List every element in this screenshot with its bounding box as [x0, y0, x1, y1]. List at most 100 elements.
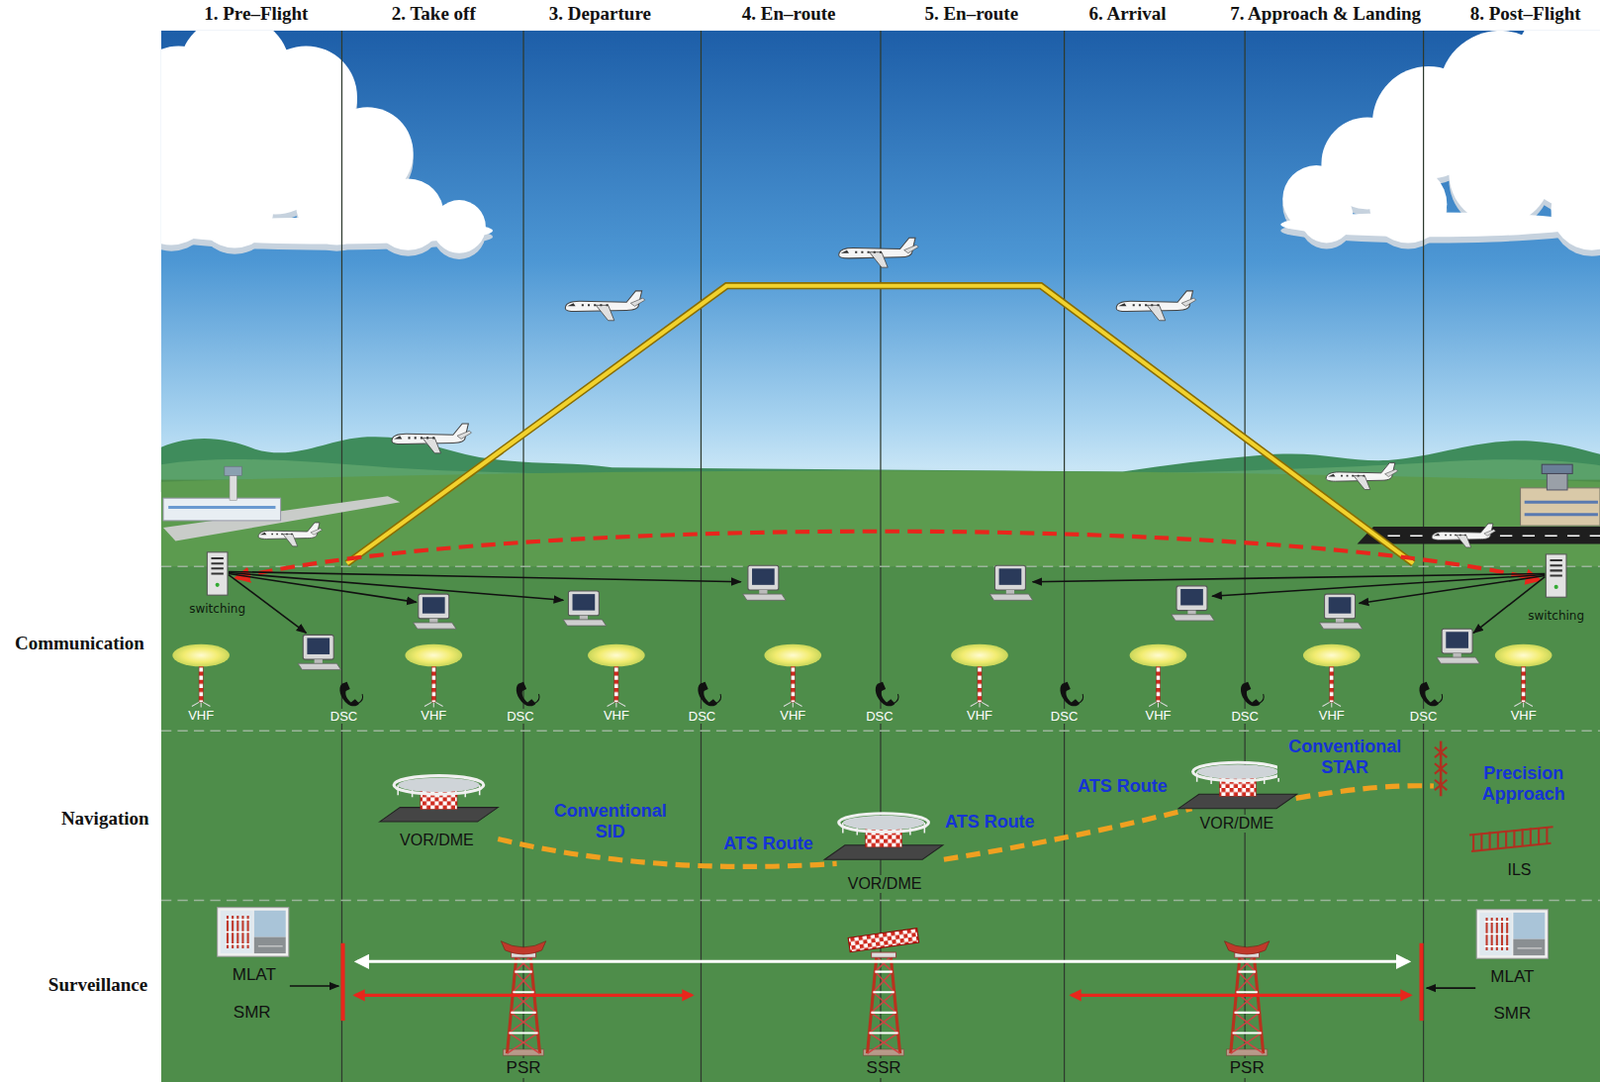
procedure-label: ATS Route	[1074, 775, 1171, 797]
communication-network	[1436, 628, 1480, 663]
communication-network	[1171, 585, 1215, 621]
surveillance	[289, 984, 340, 987]
navigation-aids	[379, 775, 499, 822]
communication-network	[1495, 644, 1553, 708]
communication-network	[172, 644, 230, 708]
sensor-label: SMR	[1491, 1003, 1533, 1024]
sensor-label: MLAT	[230, 964, 279, 985]
equipment-label: DSC	[863, 708, 895, 724]
phase-header: 7. Approach & Landing	[1229, 2, 1421, 25]
aircraft	[839, 237, 919, 268]
airport	[1541, 464, 1573, 473]
node-label: switching	[187, 601, 248, 616]
communication-network	[587, 644, 646, 708]
surveillance	[355, 993, 692, 997]
communication-network	[875, 681, 899, 707]
surveillance	[217, 907, 289, 956]
procedure-label: Conventional STAR	[1277, 736, 1412, 778]
surveillance	[847, 928, 919, 1056]
communication-network	[950, 644, 1009, 708]
sensor-label: MLAT	[1488, 966, 1536, 987]
cloud	[1448, 122, 1551, 225]
communication-network	[228, 572, 417, 602]
column-lines	[1063, 30, 1065, 1082]
column-lines	[341, 30, 1423, 1082]
navigation-aids	[824, 813, 943, 859]
airport	[1520, 487, 1600, 526]
procedure-label: Conventional SID	[543, 800, 678, 843]
layer-label: Communication	[14, 632, 145, 655]
communication-network	[989, 564, 1033, 600]
flight-path	[347, 285, 1414, 564]
surveillance	[1476, 909, 1548, 958]
procedure-label: ATS Route	[941, 811, 1038, 833]
cloud	[161, 217, 493, 245]
communication-network	[1129, 644, 1188, 708]
communication-network	[1303, 644, 1361, 708]
communication-network	[413, 593, 457, 629]
flight-path	[347, 285, 1414, 564]
aircraft	[258, 237, 1496, 548]
cloud	[1280, 211, 1587, 237]
phase-header: 5. En–route	[924, 2, 1019, 25]
navigation-aids	[1434, 741, 1447, 797]
equipment-label: DSC	[1048, 708, 1080, 724]
surveillance	[340, 942, 345, 1021]
sensor-label: PSR	[1227, 1057, 1267, 1078]
airport	[1524, 501, 1599, 514]
equipment-label: VHF	[777, 707, 808, 723]
node-label: switching	[1525, 608, 1587, 623]
flight-arc	[236, 531, 1539, 580]
surveillance	[1224, 941, 1270, 1055]
surveillance	[357, 959, 1409, 963]
equipment-label: VHF	[186, 707, 216, 723]
communication-network	[1418, 681, 1442, 707]
communication-network	[1318, 593, 1362, 629]
column-lines	[700, 30, 702, 1082]
column-lines	[1244, 30, 1246, 1082]
sensor-label: PSR	[504, 1057, 544, 1078]
aircraft	[258, 522, 322, 547]
phase-header: 6. Arrival	[1088, 2, 1166, 25]
procedure-label: ATS Route	[720, 833, 817, 854]
equipment-label: VOR/DME	[846, 874, 925, 893]
communication-network	[1545, 554, 1567, 597]
equipment-label: DSC	[1228, 708, 1260, 724]
band-separators	[161, 730, 1600, 733]
column-lines	[1422, 30, 1424, 1082]
column-lines	[341, 30, 343, 1082]
navigation-aids	[1469, 826, 1554, 851]
equipment-label: DSC	[328, 708, 360, 724]
aircraft	[1325, 463, 1398, 490]
airport	[224, 466, 243, 475]
communication-network	[206, 552, 228, 595]
communication-network	[516, 681, 540, 707]
communication-network	[172, 552, 1567, 708]
surveillance	[500, 941, 546, 1055]
communication-network	[404, 644, 463, 708]
communication-network	[228, 570, 742, 581]
phase-header: 3. Departure	[549, 2, 652, 25]
aircraft	[391, 423, 471, 454]
equipment-label: DSC	[504, 708, 536, 724]
communication-network	[1240, 681, 1264, 707]
equipment-label: VOR/DME	[397, 831, 476, 849]
communication-network	[339, 681, 363, 707]
layer-label: Surveillance	[48, 973, 148, 996]
surveillance	[1418, 942, 1423, 1021]
equipment-label: VHF	[1508, 707, 1539, 723]
equipment-label: DSC	[686, 708, 718, 724]
equipment-label: DSC	[1408, 708, 1439, 724]
equipment-label: VHF	[1317, 707, 1347, 723]
communication-network	[228, 570, 1545, 633]
layer-label: Navigation	[61, 807, 150, 830]
airport	[229, 472, 237, 500]
band-separators	[161, 565, 1600, 568]
communication-network	[1033, 572, 1546, 581]
column-lines	[522, 30, 524, 1082]
airport	[163, 497, 282, 521]
airport	[1546, 470, 1568, 490]
aircraft	[1431, 523, 1496, 548]
